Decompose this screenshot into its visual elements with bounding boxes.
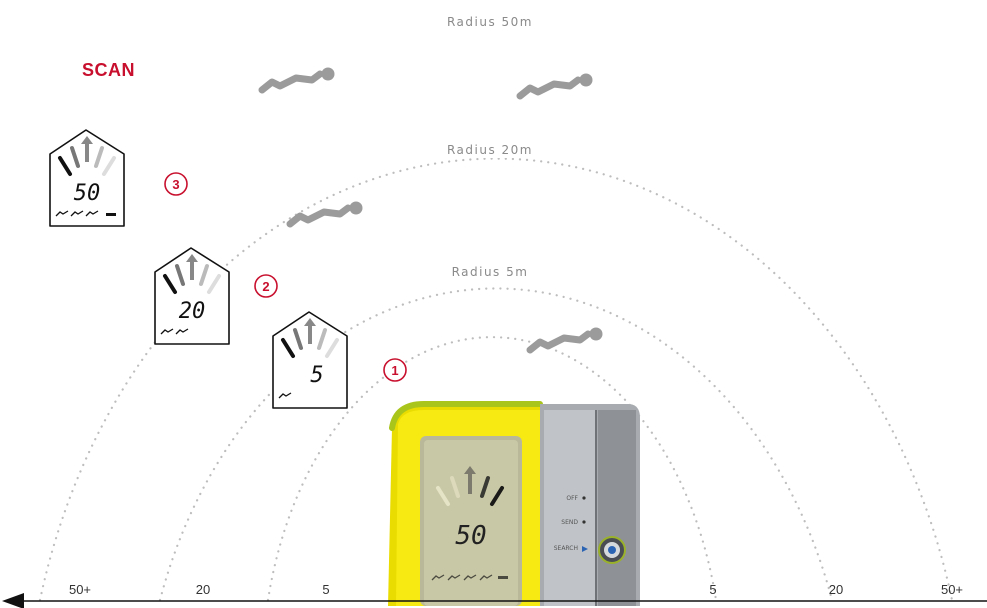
display-distance: 5	[310, 363, 323, 388]
mode-switch-knob[interactable]	[598, 536, 626, 564]
person-icon	[520, 74, 593, 97]
step-badge-1: 1	[383, 358, 407, 382]
arc-radius-20m	[158, 287, 834, 602]
scale-label-right-50: 50+	[941, 582, 963, 597]
direction-indicator-icon	[436, 466, 504, 506]
mode-label-search: SEARCH	[554, 545, 578, 552]
scale-label-left-20: 20	[196, 582, 210, 597]
scale-label-right-20: 20	[829, 582, 843, 597]
direction-indicator-icon	[58, 136, 116, 176]
step-badge-2: 2	[254, 274, 278, 298]
arc-radius-50m	[38, 157, 954, 602]
scale-label-left-5: 5	[322, 582, 329, 597]
victim-count-icon	[278, 392, 292, 399]
mode-label-off: OFF	[566, 495, 578, 502]
display-card-3: 50	[49, 129, 125, 227]
svg-text:1: 1	[391, 363, 398, 378]
svg-text:2: 2	[262, 279, 269, 294]
person-icon	[262, 68, 335, 91]
scan-title: SCAN	[82, 60, 136, 80]
display-card-1: 5	[272, 311, 348, 409]
radius-arcs	[38, 157, 954, 602]
victim-count-icon	[431, 574, 508, 581]
scale-label-right-5: 5	[709, 582, 716, 597]
radius-label-20m: Radius 20m	[447, 143, 533, 157]
victim-count-icon	[55, 210, 116, 217]
svg-text:3: 3	[172, 177, 179, 192]
person-icon	[290, 202, 363, 225]
transceiver-device: 50 OFF SEND SEARCH	[388, 401, 640, 606]
device-distance: 50	[455, 521, 486, 551]
distance-scale: 50+ 20 5 5 20 50+	[2, 582, 987, 608]
arc-radius-5m	[266, 336, 718, 602]
mode-label-send: SEND	[561, 519, 578, 526]
radius-label-5m: Radius 5m	[452, 265, 529, 279]
scale-label-left-50: 50+	[69, 582, 91, 597]
display-distance: 20	[179, 299, 206, 324]
arrow-left-icon	[2, 593, 24, 608]
direction-indicator-icon	[281, 318, 339, 358]
step-badge-3: 3	[164, 172, 188, 196]
victim-count-icon	[160, 328, 189, 335]
direction-indicator-icon	[163, 254, 221, 294]
display-card-2: 20	[154, 247, 230, 345]
buried-person-figures	[262, 68, 603, 351]
radius-label-50m: Radius 50m	[447, 15, 533, 29]
display-distance: 50	[74, 181, 101, 206]
person-icon	[530, 328, 603, 351]
